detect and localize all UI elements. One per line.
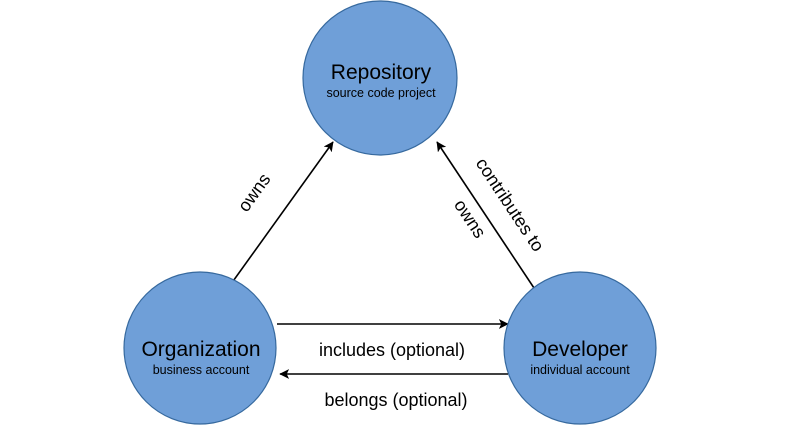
edge-label-org-includes-dev: includes (optional) [319,340,465,360]
edge-org-includes-dev: includes (optional) [277,319,509,360]
node-organization-circle[interactable] [123,271,277,425]
edge-dev-contributes-repo: contributes to [472,154,548,255]
node-repository-circle[interactable] [302,0,458,156]
edge-line-dev-owns-repo [436,141,535,289]
node-organization-label: Organization [141,338,260,361]
edge-label-dev-belongs-org: belongs (optional) [324,390,467,410]
node-repository-label: Repository [331,61,432,84]
edge-label-org-owns-repo: owns [234,170,275,216]
node-organization[interactable]: Organization business account [123,271,277,425]
edge-line-org-owns-repo [230,141,334,285]
node-developer[interactable]: Developer individual account [503,271,657,425]
node-developer-label: Developer [532,338,628,361]
edge-label-dev-contributes-repo: contributes to [472,154,548,255]
edge-label-dev-owns-repo: owns [450,196,490,242]
edge-org-owns-repo: owns [230,141,334,285]
node-repository[interactable]: Repository source code project [302,0,458,156]
node-repository-sublabel: source code project [326,86,436,100]
node-developer-circle[interactable] [503,271,657,425]
node-organization-sublabel: business account [153,363,250,377]
node-developer-sublabel: individual account [530,363,630,377]
edge-dev-belongs-org: belongs (optional) [279,369,508,410]
